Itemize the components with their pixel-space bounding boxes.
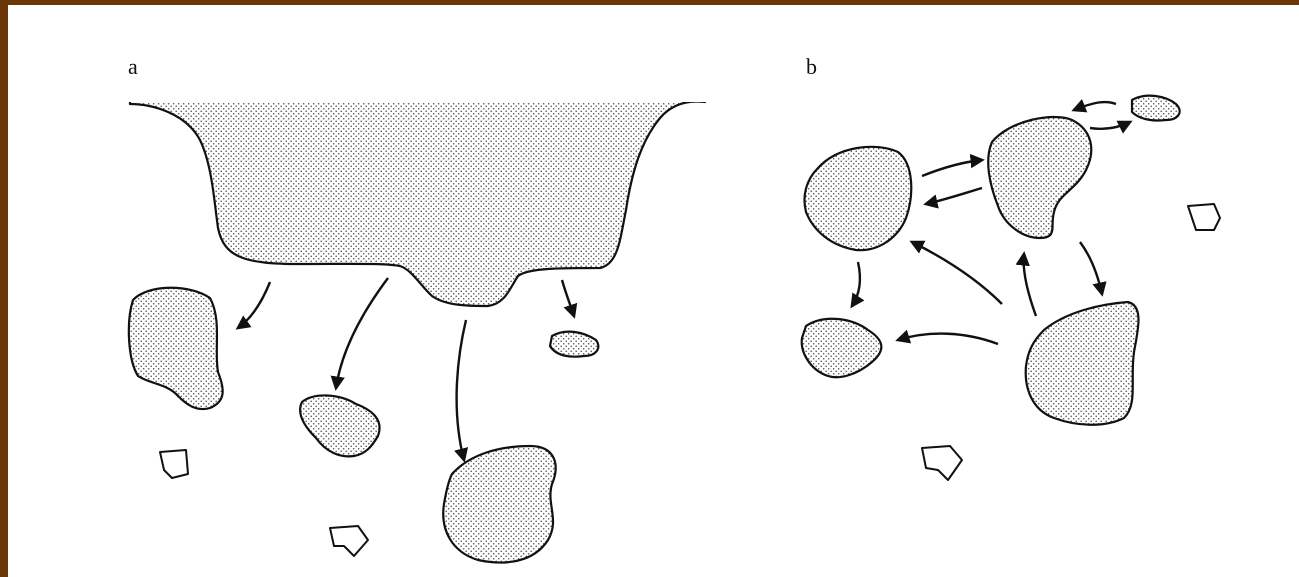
arrow-a1 xyxy=(238,282,270,328)
empty-islet-b1 xyxy=(1188,204,1220,230)
island-b1 xyxy=(805,147,912,250)
island-a1 xyxy=(129,288,223,409)
panel-b-label: b xyxy=(806,54,817,79)
panel-b: b xyxy=(802,54,1220,480)
island-a3 xyxy=(550,332,598,357)
arrow-b4 xyxy=(1090,122,1130,129)
arrow-a3 xyxy=(457,320,466,460)
arrow-a4 xyxy=(562,280,574,316)
arrow-b7 xyxy=(1080,242,1102,294)
panel-a: a xyxy=(128,54,708,563)
island-a4 xyxy=(443,446,555,563)
arrow-b5 xyxy=(912,242,1002,304)
mainland-mass xyxy=(130,100,705,306)
empty-islet-a1 xyxy=(160,450,188,478)
island-b4 xyxy=(802,319,882,377)
island-b2 xyxy=(988,117,1091,238)
island-a2 xyxy=(300,395,379,456)
diagram-canvas: a b xyxy=(8,5,1299,577)
mainland-top-mask xyxy=(128,96,708,102)
empty-islet-a2 xyxy=(330,526,368,556)
arrow-b2 xyxy=(926,188,982,204)
arrow-b1 xyxy=(922,160,982,176)
arrow-b9 xyxy=(898,334,998,344)
panel-a-label: a xyxy=(128,54,138,79)
island-b5 xyxy=(1026,302,1139,425)
island-b3 xyxy=(1132,96,1180,121)
arrow-b6 xyxy=(1024,254,1036,316)
arrow-b3 xyxy=(1074,102,1116,110)
arrow-a2 xyxy=(336,278,388,388)
arrow-b8 xyxy=(852,262,860,306)
empty-islet-b2 xyxy=(922,446,962,480)
